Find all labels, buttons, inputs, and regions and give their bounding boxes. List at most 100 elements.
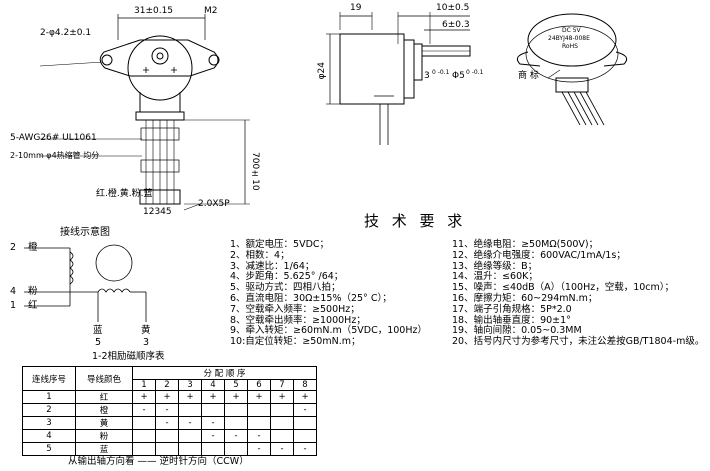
cell-step (293, 429, 317, 444)
spec-item: 2、相数：4； (230, 249, 290, 261)
spec-list-right: 11、绝缘电阻：≥50MΩ(500V)；12、绝缘介电强度：600VAC/1mA… (452, 236, 705, 348)
spec-item: 1、额定电压：5VDC； (230, 239, 330, 250)
cell-step (293, 416, 317, 431)
cell-step: - (155, 403, 179, 418)
cell-step: - (201, 416, 225, 431)
cell-step: + (224, 390, 248, 405)
dim-width: 31±0.15 (134, 6, 174, 16)
cell-step (247, 416, 271, 431)
cell-step (155, 429, 179, 444)
cell-step (178, 442, 202, 457)
wire-yellow-color: 黄 (141, 325, 151, 336)
cell-step: - (293, 403, 317, 418)
step-header: 4 (201, 378, 225, 392)
cell-step (132, 442, 156, 457)
header-color: 导线颜色 (75, 365, 133, 392)
step-header: 6 (247, 378, 271, 392)
sleeve-spec: 2-10mm φ4热缩管 均分 (10, 151, 100, 160)
spec-item: 7、空载牵入频率：≥500Hz； (230, 303, 360, 315)
cell-step: - (224, 429, 248, 444)
connector-spec: 2.0X5P (198, 199, 230, 209)
wire-blue-color: 蓝 (93, 325, 103, 336)
cell-step: + (178, 390, 202, 405)
spec-item: 19、轴向间隙：0.05~0.3MM (452, 325, 582, 337)
step-header: 2 (155, 378, 179, 392)
wire-4-color: 粉 (28, 286, 38, 297)
spec-item: 14、温升：≤60K； (452, 271, 538, 283)
wire-yellow-num: 3 (143, 337, 150, 348)
cell-seq: 1 (22, 390, 76, 405)
wire-spec: 5-AWG26# UL1061 (10, 133, 97, 143)
dim-thread: M2 (204, 6, 218, 16)
cell-seq: 3 (22, 416, 76, 431)
spec-list-left: 1、额定电压：5VDC；2、相数：4；3、减速比：1/64；4、步距角：5.62… (230, 236, 427, 348)
wire-colors: 红.橙.黄.粉.蓝 (96, 189, 153, 199)
wire-2-num: 2 (10, 242, 17, 253)
label-voltage: DC 5V (562, 27, 581, 34)
cell-step: - (247, 442, 271, 457)
step-header: 3 (178, 378, 202, 392)
cell-step (270, 429, 294, 444)
spec-item: 18、输出轴垂直度：90±1° (452, 314, 571, 326)
dim-hole: 2-φ4.2±0.1 (40, 28, 92, 38)
spec-title: 技 术 要 求 (364, 212, 467, 230)
spec-item: 9、牵入转矩：≥60mN.m（5VDC，100Hz） (230, 325, 427, 337)
label-model: 24BYJ48-008E (548, 35, 590, 42)
spec-item: 6、直流电阻：30Ω±15%（25° C）； (230, 292, 392, 304)
step-header: 5 (224, 378, 248, 392)
spec-item: 3、减速比：1/64； (230, 260, 315, 272)
cell-step (178, 403, 202, 418)
cell-step: - (270, 442, 294, 457)
cell-step (270, 416, 294, 431)
dim-3-tol: 0 -0.1 (432, 69, 450, 76)
table-title: 1-2相励磁顺序表 (92, 351, 165, 362)
dim-10: 10±0.5 (436, 3, 470, 13)
spec-item: 13、绝缘等级：B； (452, 260, 538, 272)
cell-step (132, 416, 156, 431)
step-header: 8 (293, 378, 317, 392)
cell-step (132, 429, 156, 444)
cell-step: + (132, 390, 156, 405)
dim-phi5: Φ5 (452, 71, 465, 81)
dim-length: 700±10 (250, 152, 260, 191)
pin-numbers: 12345 (143, 207, 172, 217)
spec-item: 17、端子引角规格：5P*2.0 (452, 303, 572, 315)
cell-step: + (270, 390, 294, 405)
cell-step: + (293, 390, 317, 405)
spec-item: 16、摩擦力矩：60~294mN.m； (452, 292, 598, 304)
cell-step: - (201, 429, 225, 444)
cell-color: 橙 (75, 403, 133, 418)
cell-color: 粉 (75, 429, 133, 444)
spec-item: 20、括号内尺寸为参考尺寸，未注公差按GB/T1804-m级。 (452, 336, 705, 348)
spec-item: 8、空载牵出频率：≥1000Hz； (230, 314, 366, 326)
wire-4-num: 4 (10, 286, 17, 297)
header-order: 分 配 顺 序 (132, 366, 317, 380)
cell-step (247, 403, 271, 418)
trademark-label: 商 标 (518, 71, 539, 81)
wire-1-color: 红 (28, 300, 38, 311)
cell-step (201, 403, 225, 418)
cell-seq: 2 (22, 403, 76, 418)
dim-3: 3 (424, 71, 430, 81)
cell-color: 黄 (75, 416, 133, 431)
cell-seq: 4 (22, 429, 76, 444)
rotation-note: 从输出轴方向看 —— 逆时针方向（CCW） (68, 456, 249, 467)
wire-blue-num: 5 (95, 337, 102, 348)
spec-item: 12、绝缘介电强度：600VAC/1mA/1s； (452, 249, 626, 261)
cell-step (155, 442, 179, 457)
spec-item: 11、绝缘电阻：≥50MΩ(500V)； (452, 239, 599, 250)
cell-step: + (201, 390, 225, 405)
cell-step (224, 442, 248, 457)
wire-1-num: 1 (10, 300, 17, 311)
cell-step (224, 416, 248, 431)
cell-step: + (155, 390, 179, 405)
spec-item: 10:自定位转矩：≥50mN.m； (230, 336, 361, 348)
dim-19: 19 (350, 3, 362, 13)
cell-step (178, 429, 202, 444)
wiring-title: 接线示意图 (60, 227, 110, 238)
